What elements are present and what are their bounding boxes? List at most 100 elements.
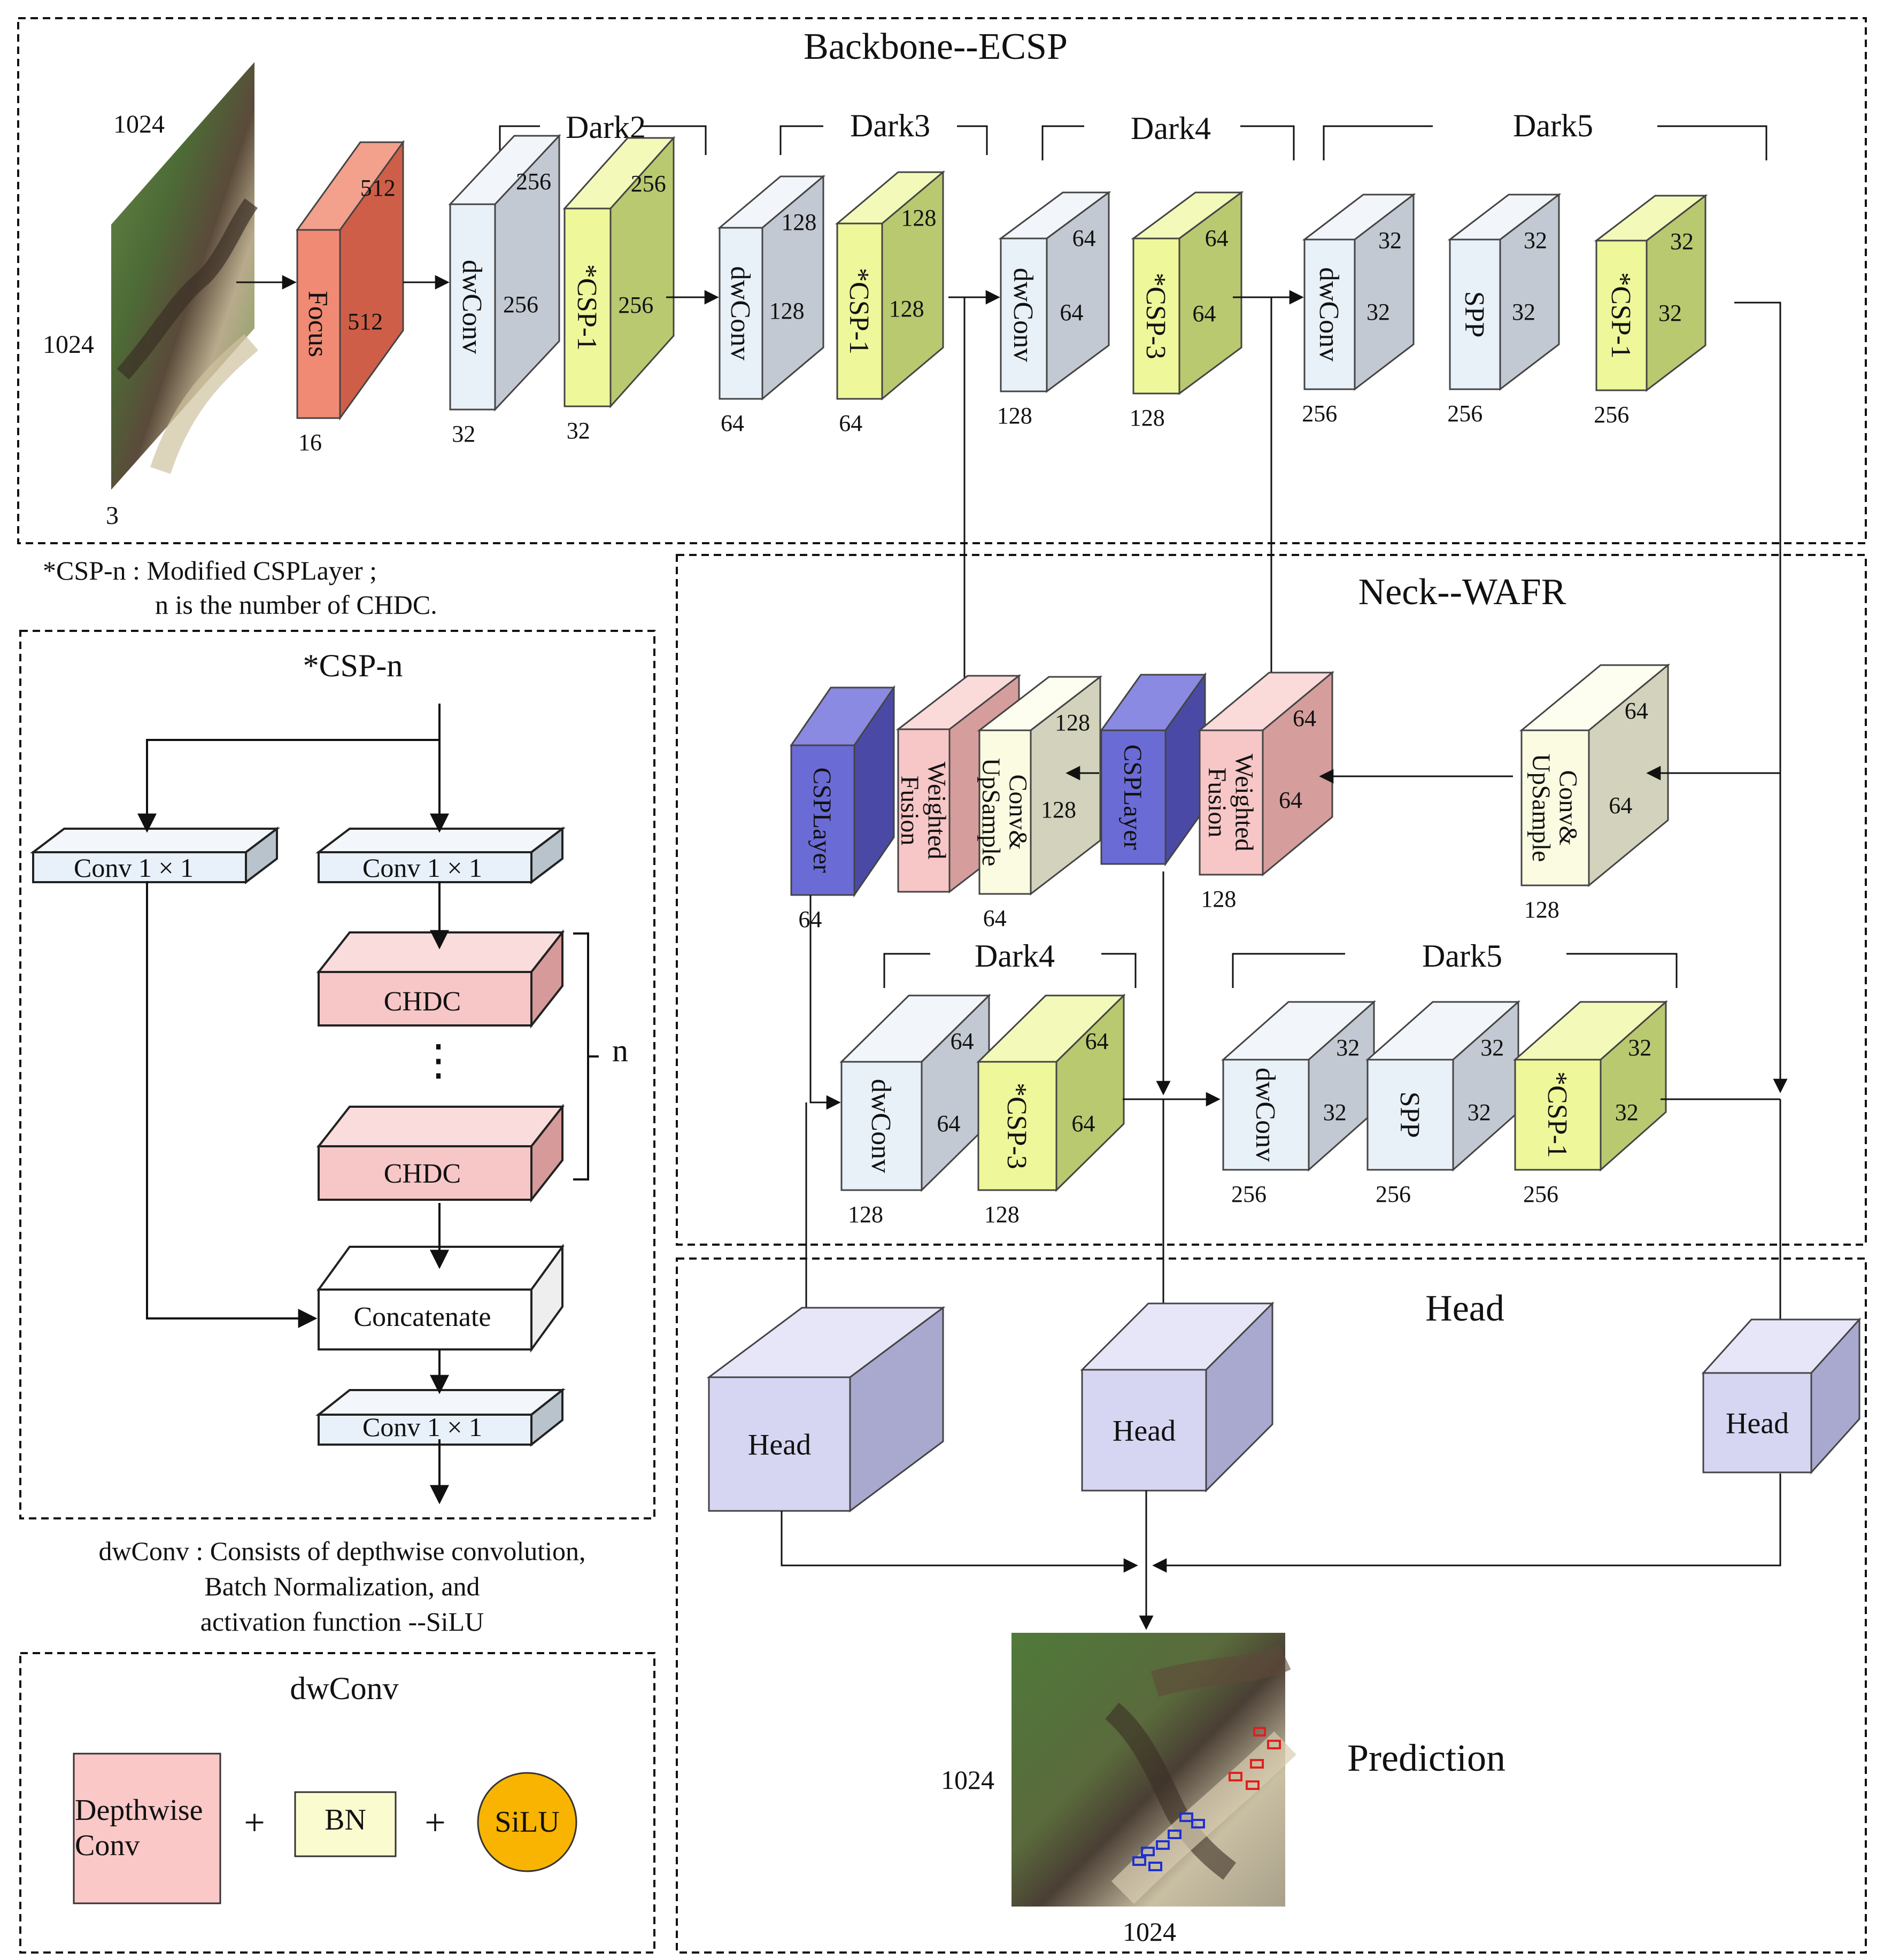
dw-note-line3: activation function --SiLU	[200, 1607, 484, 1637]
backbone-block-9-front-dim: 32	[1524, 227, 1547, 253]
backbone-block-8-bottom-dim: 256	[1302, 400, 1337, 427]
neck-bottom-blocks: dwConv6464128*CSP-36464128dwConv3232256S…	[839, 993, 1668, 1228]
neck-top-block-4: CSPLayer	[1100, 672, 1207, 867]
neck-bottom-block-5-label: *CSP-1	[1542, 1071, 1572, 1158]
silu-circle	[477, 1772, 577, 1872]
csp-conv-left-label: Conv 1 × 1	[74, 853, 194, 883]
backbone-block-7-bottom-dim: 128	[1130, 405, 1165, 431]
group-dark2	[499, 125, 707, 155]
neck-bottom-block-1-label: dwConv	[866, 1079, 896, 1173]
dwconv-plus-1: +	[244, 1802, 265, 1843]
neck-group-dark5	[1232, 953, 1678, 988]
backbone-title: Backbone--ECSP	[804, 26, 1068, 67]
head-title: Head	[1425, 1288, 1504, 1329]
neck-bottom-block-3: dwConv 32 32 256	[1221, 1000, 1376, 1207]
prediction-height-label: 1024	[941, 1765, 994, 1795]
csp-n-label: n	[612, 1033, 628, 1068]
backbone-block-9-label: SPP	[1459, 291, 1489, 338]
backbone-block-6-label: dwConv	[1008, 268, 1038, 362]
backbone-block-5-front-dim: 128	[901, 205, 936, 231]
prediction-width-label: 1024	[1123, 1917, 1176, 1947]
backbone-block-8-label: dwConv	[1314, 267, 1344, 361]
backbone-block-5-label: *CSP-1	[844, 268, 874, 354]
head-box-1: Head	[706, 1306, 946, 1513]
neck-bottom-block-3-label: dwConv	[1250, 1068, 1280, 1162]
backbone-block-2-label: dwConv	[457, 260, 487, 354]
backbone-block-6-bottom-dim: 128	[997, 403, 1032, 429]
csp-chdc-top-label: CHDC	[384, 986, 461, 1017]
backbone-block-3-front-dim: 256	[631, 171, 666, 197]
neck-bottom-block-2-bottom-dim: 128	[984, 1201, 1020, 1228]
backbone-block-3-label: *CSP-1	[572, 264, 602, 351]
backbone-block-4-front-dim: 128	[781, 209, 816, 235]
neck-arrows	[799, 766, 1788, 1347]
detection-boxes-blue	[1132, 1812, 1205, 1871]
prediction-label: Prediction	[1347, 1737, 1505, 1779]
backbone-block-9-bottom-dim: 256	[1447, 400, 1483, 427]
csp-conv-left	[30, 826, 280, 885]
csp-conv-right	[315, 826, 566, 885]
head-panel	[676, 1257, 1867, 1954]
prediction-image	[1012, 1633, 1296, 1907]
head-arrows	[781, 1473, 1781, 1630]
neck-top-block-5-side-dim: 64	[1279, 787, 1302, 813]
group-dark4	[1041, 125, 1295, 160]
neck-top-block-6-front-dim: 64	[1625, 698, 1648, 724]
neck-group-dark4	[883, 953, 1137, 988]
dwconv-plus-2: +	[424, 1802, 445, 1843]
csp-chdc-top	[316, 929, 565, 1029]
neck-group-dark4-label: Dark4	[975, 938, 1055, 974]
neck-top-block-3-label: Conv&UpSample	[977, 758, 1032, 867]
backbone-block-6-side-dim: 64	[1060, 299, 1083, 326]
neck-top-block-3-side-dim: 128	[1041, 797, 1076, 823]
backbone-block-1-bottom-dim: 16	[298, 429, 322, 456]
csp-arrows	[137, 704, 449, 1504]
group-dark4-label: Dark4	[1131, 111, 1211, 146]
head-box-2-label: Head	[1113, 1415, 1176, 1448]
backbone-block-1-front-dim: 512	[360, 175, 396, 201]
neck-bottom-block-1-side-dim: 64	[937, 1110, 960, 1137]
neck-bottom-block-3-bottom-dim: 256	[1231, 1181, 1267, 1207]
dw-note-line2: Batch Normalization, and	[204, 1571, 480, 1601]
neck-bottom-block-5-bottom-dim: 256	[1523, 1181, 1558, 1207]
backbone-block-6-front-dim: 64	[1072, 225, 1096, 251]
bn-box	[294, 1791, 397, 1857]
csp-panel-title: *CSP-n	[303, 648, 403, 683]
neck-title: Neck--WAFR	[1358, 572, 1566, 613]
neck-group-dark5-label: Dark5	[1422, 938, 1502, 974]
group-dark3-label: Dark3	[850, 108, 930, 143]
neck-top-block-3-front-dim: 128	[1055, 709, 1090, 736]
backbone-block-5-side-dim: 128	[889, 296, 924, 322]
backbone-block-6: dwConv 64 64 128	[997, 191, 1111, 429]
neck-bottom-block-3-front-dim: 32	[1336, 1035, 1360, 1061]
csp-slabs	[30, 826, 566, 1447]
head-box-2: Head	[1080, 1301, 1275, 1493]
csp-conv-right-label: Conv 1 × 1	[362, 853, 482, 883]
csp-n-bracket	[573, 932, 589, 1180]
backbone-block-10-bottom-dim: 256	[1594, 402, 1629, 428]
head-box-3: Head	[1701, 1317, 1862, 1475]
backbone-block-2-side-dim: 256	[503, 291, 538, 318]
neck-bottom-block-4-label: SPP	[1394, 1092, 1425, 1138]
backbone-block-1-side-dim: 512	[348, 308, 383, 335]
neck-bottom-block-4-front-dim: 32	[1480, 1035, 1504, 1061]
group-dark5	[1323, 125, 1767, 160]
depthwise-conv-label-line1: Depthwise	[75, 1794, 203, 1827]
neck-top-block-2-label: WeightedFusion	[895, 762, 951, 860]
bn-label: BN	[325, 1803, 366, 1836]
csp-panel	[19, 630, 655, 1519]
csp-chdc-bottom	[316, 1104, 565, 1203]
silu-label: SiLU	[495, 1805, 559, 1839]
neck-bottom-block-3-side-dim: 32	[1323, 1099, 1347, 1125]
dwconv-panel-title: dwConv	[290, 1671, 398, 1706]
head-box-3-label: Head	[1726, 1407, 1789, 1440]
